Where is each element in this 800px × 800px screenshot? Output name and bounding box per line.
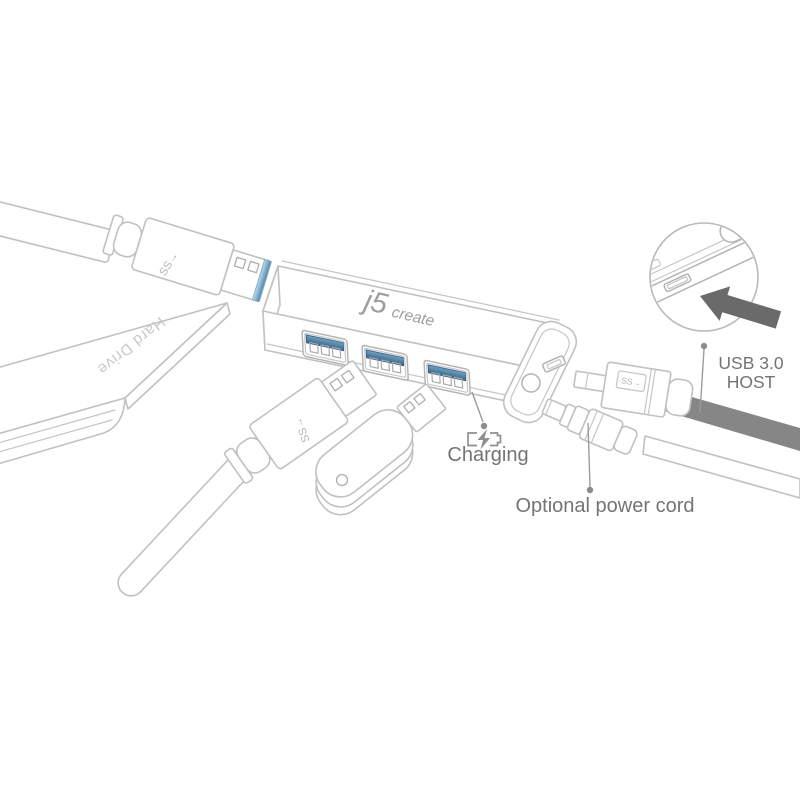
hard-drive-usb-cable: SS→ <box>0 193 272 303</box>
usb-port-1 <box>301 329 349 366</box>
laptop-inset <box>649 222 782 332</box>
cable-tube <box>0 193 116 263</box>
usb3-blue-tip <box>251 258 272 303</box>
insert-arrow-icon <box>700 286 782 329</box>
usb-plug-cable: SS→ <box>117 360 377 597</box>
plug-metal-tip <box>321 360 377 417</box>
hard-drive: Hard Drive <box>0 302 231 465</box>
usb3-blue-tongue <box>305 334 345 352</box>
charging-label: Charging <box>447 444 528 466</box>
hub-right-end <box>502 320 578 424</box>
laptop-usb-port <box>663 273 692 293</box>
laptop-side-edge <box>651 224 757 319</box>
usb-host-cable: SS→ <box>573 361 800 451</box>
usb-port-3 <box>423 359 471 396</box>
power-cord-label: Optional power cord <box>516 495 695 517</box>
usb-micro-b-connector: SS→ <box>573 361 694 418</box>
usb-host-label-line2: HOST <box>727 372 776 392</box>
usb-micro-b-port <box>542 355 566 373</box>
usb-hub: j5 create <box>262 260 578 424</box>
usb3-blue-tongue <box>365 349 405 367</box>
hard-drive-side <box>0 397 126 465</box>
usb3-logo-plate <box>615 370 647 393</box>
callouts <box>471 342 708 494</box>
usb-port-2 <box>361 344 409 381</box>
usb-host-label-line1: USB 3.0 <box>718 353 783 373</box>
power-cable <box>642 435 800 499</box>
hard-drive-end <box>124 302 231 410</box>
usb3-blue-tongue <box>427 364 467 382</box>
lightning-bolt <box>477 429 490 450</box>
callout-line-usb-host <box>699 348 705 414</box>
laptop-rounded-corner <box>719 224 757 243</box>
cable-boot <box>665 378 694 417</box>
dc-power-jack <box>521 373 541 393</box>
connector-body <box>600 361 672 418</box>
usb-plug-hard-drive: SS→ <box>102 214 272 303</box>
usb3-ss-logo: SS→ <box>621 375 642 388</box>
usb-flash-drive <box>315 383 447 516</box>
host-cable-gray <box>661 389 800 451</box>
lanyard-hole <box>335 473 349 487</box>
dc-power-connector <box>541 398 638 455</box>
plug-body <box>131 217 235 296</box>
callout-line-charging <box>471 391 484 423</box>
flash-drive-connector <box>396 383 447 433</box>
usb-plug-2: SS→ <box>223 360 377 484</box>
battery-charging-icon <box>467 429 502 450</box>
power-cord <box>541 398 800 499</box>
callout-line-power-cord <box>587 422 591 488</box>
